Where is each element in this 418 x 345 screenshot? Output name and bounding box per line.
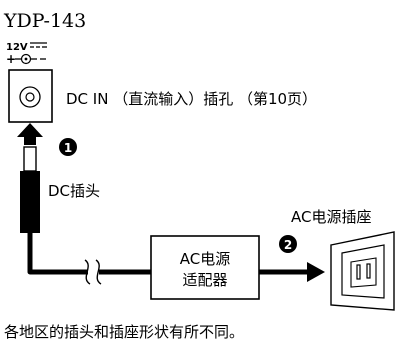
power-cable <box>27 233 151 275</box>
adapter-label-line2: 适配器 <box>182 271 227 289</box>
dc-in-label: DC IN （直流输入）插孔 （第10页） <box>66 90 317 108</box>
svg-text:+: + <box>6 52 16 66</box>
ac-outlet <box>330 231 395 311</box>
outlet-label: AC电源插座 <box>291 208 371 226</box>
cable-break-mark <box>84 259 102 285</box>
dc-plug-label: DC插头 <box>48 182 100 200</box>
dc-polarity-symbol: 12V + <box>6 42 47 66</box>
adapter-label-line1: AC电源 <box>180 250 230 268</box>
model-title: YDP-143 <box>3 10 86 32</box>
dc-in-jack <box>8 69 53 123</box>
dc-plug <box>20 146 40 233</box>
voltage-label: 12V <box>6 42 28 53</box>
outlet-arrow-icon <box>307 262 325 282</box>
step-2-badge: 2 <box>279 235 297 253</box>
insert-arrow-icon <box>17 123 43 145</box>
svg-text:2: 2 <box>284 238 292 252</box>
footnote: 各地区的插头和插座形状有所不同。 <box>4 323 244 341</box>
svg-text:1: 1 <box>64 141 72 155</box>
ac-adapter: AC电源 适配器 <box>150 235 260 300</box>
step-1-badge: 1 <box>59 138 77 156</box>
